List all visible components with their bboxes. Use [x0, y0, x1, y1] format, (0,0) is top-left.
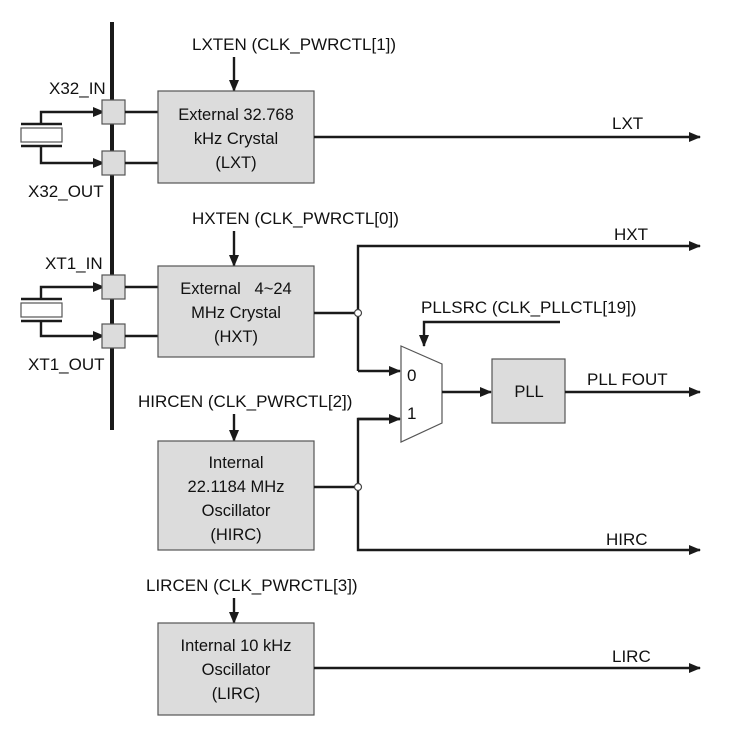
hxt-block-line-2: MHz Crystal: [191, 304, 281, 322]
hirc-block-line-1: Internal: [208, 454, 263, 472]
x32-out-label: X32_OUT: [28, 182, 104, 201]
lircen-label: LIRCEN (CLK_PWRCTL[3]): [146, 576, 358, 595]
hirc-block-line-4: (HIRC): [210, 526, 261, 544]
hxt-block-line-1: External 4~24: [180, 280, 291, 298]
hircen-label: HIRCEN (CLK_PWRCTL[2]): [138, 392, 352, 411]
pin-x32-in: [101, 99, 126, 125]
lxt-output-label: LXT: [612, 114, 643, 133]
pllsrc-mux: [400, 345, 443, 443]
hxt-junction: [353, 308, 363, 318]
crystal-symbol-hxt: [20, 282, 105, 341]
pin-xt1-out: [101, 323, 126, 349]
pllsrc-label: PLLSRC (CLK_PLLCTL[19]): [421, 298, 636, 317]
lirc-block-line-3: (LIRC): [212, 685, 261, 703]
lirc-block: Internal 10 kHz Oscillator (LIRC): [157, 622, 315, 716]
hirc-block: Internal 22.1184 MHz Oscillator (HIRC): [157, 440, 315, 551]
hxt-output-arrow: [356, 241, 701, 371]
hxt-block: External 4~24 MHz Crystal (HXT): [157, 265, 315, 358]
lxt-block-line-2: kHz Crystal: [194, 130, 278, 148]
lirc-block-line-2: Oscillator: [202, 661, 271, 679]
mux-input-1-label: 1: [407, 404, 416, 423]
hxten-label: HXTEN (CLK_PWRCTL[0]): [192, 209, 399, 228]
hirc-block-line-3: Oscillator: [202, 502, 271, 520]
mux-input-0-label: 0: [407, 366, 416, 385]
pllsrc-arrow: [419, 320, 560, 347]
lirc-block-line-1: Internal 10 kHz: [181, 637, 292, 655]
xt1-out-label: XT1_OUT: [28, 355, 105, 374]
x32-in-label: X32_IN: [49, 79, 106, 98]
crystal-symbol-lxt: [20, 107, 105, 168]
pll-block-label: PLL: [514, 383, 543, 401]
lxten-label: LXTEN (CLK_PWRCTL[1]): [192, 35, 396, 54]
hirc-block-line-2: 22.1184 MHz: [188, 478, 285, 496]
pin-xt1-in: [101, 274, 126, 300]
hxt-block-line-3: (HXT): [214, 328, 258, 346]
hxt-output-label: HXT: [614, 225, 648, 244]
lxt-block-line-1: External 32.768: [178, 106, 294, 124]
hirc-output-label: HIRC: [606, 530, 648, 549]
pll-fout-label: PLL FOUT: [587, 370, 668, 389]
lxt-block-line-3: (LXT): [215, 154, 256, 172]
lirc-output-label: LIRC: [612, 647, 651, 666]
pin-x32-out: [101, 150, 126, 176]
xt1-in-label: XT1_IN: [45, 254, 103, 273]
lxt-block: External 32.768 kHz Crystal (LXT): [157, 90, 315, 184]
pll-block: PLL: [491, 358, 566, 424]
hirc-junction: [353, 482, 363, 492]
